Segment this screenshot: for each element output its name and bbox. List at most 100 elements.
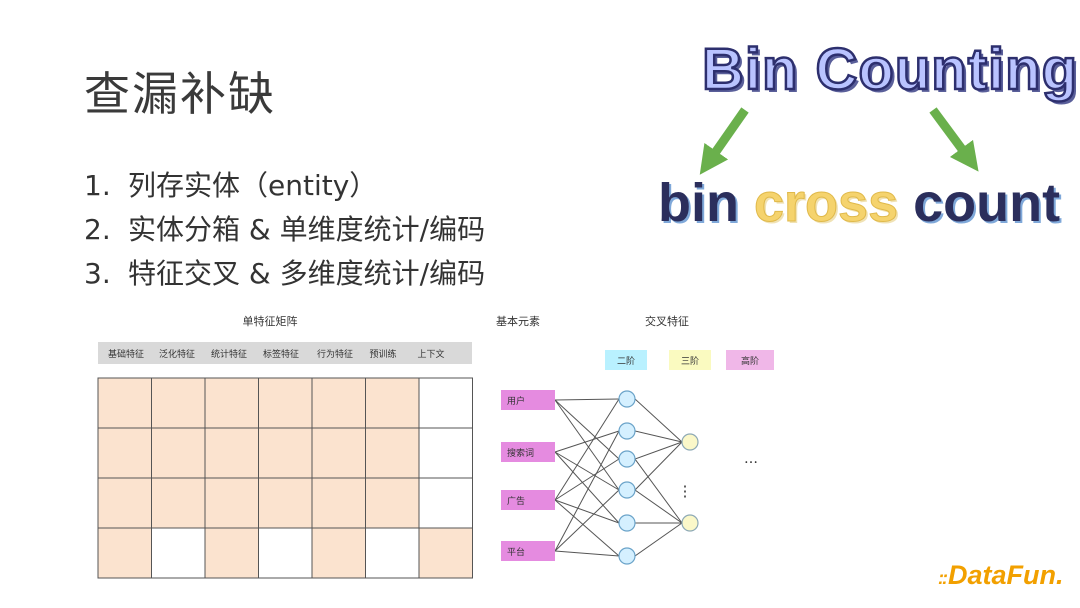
matrix-cell bbox=[151, 377, 206, 429]
matrix-cell bbox=[365, 377, 420, 429]
logo-text: DataFun. bbox=[948, 560, 1064, 590]
list-text: 列存实体（entity） bbox=[128, 169, 378, 202]
matrix-cell bbox=[418, 527, 473, 579]
node-circle bbox=[618, 481, 636, 499]
matrix-cell bbox=[97, 527, 152, 579]
matrix-cell bbox=[97, 427, 152, 479]
node-circle bbox=[618, 514, 636, 532]
matrix-cell bbox=[204, 427, 259, 479]
edge-line bbox=[634, 441, 683, 460]
list-text: 实体分箱 & 单维度统计/编码 bbox=[128, 213, 486, 246]
elements-title: 基本元素 bbox=[496, 314, 540, 328]
list-item: 1. 列存实体（entity） bbox=[84, 164, 485, 208]
list-number: 3. bbox=[84, 257, 111, 290]
datafun-logo: ::DataFun. bbox=[938, 560, 1064, 591]
arrow-left-icon bbox=[699, 107, 749, 175]
order-label: 三阶 bbox=[681, 355, 699, 367]
matrix-cell bbox=[151, 427, 206, 479]
element-box bbox=[501, 390, 555, 410]
edge-line bbox=[634, 522, 683, 557]
element-box bbox=[501, 442, 555, 462]
matrix-header-bar bbox=[98, 342, 472, 364]
matrix-cell bbox=[97, 377, 152, 429]
matrix-cell bbox=[311, 477, 366, 529]
node-circle bbox=[618, 450, 636, 468]
matrix-cell bbox=[418, 477, 473, 529]
matrix-cell bbox=[204, 377, 259, 429]
edge-line bbox=[634, 458, 683, 524]
edge-line bbox=[634, 398, 683, 443]
element-label: 广告 bbox=[507, 495, 525, 507]
matrix-cell bbox=[365, 527, 420, 579]
ellipsis-vertical: ⋮ bbox=[678, 482, 693, 500]
matrix-cell bbox=[365, 477, 420, 529]
order-label: 高阶 bbox=[741, 355, 759, 367]
element-box bbox=[501, 541, 555, 561]
edge-line bbox=[554, 489, 620, 552]
element-label: 用户 bbox=[507, 395, 525, 407]
node-circle bbox=[618, 390, 636, 408]
edge-line bbox=[554, 398, 620, 401]
word-count: count bbox=[913, 173, 1061, 233]
order-label: 二阶 bbox=[617, 355, 635, 367]
matrix-cell bbox=[151, 477, 206, 529]
matrix-cell bbox=[365, 427, 420, 479]
edge-line bbox=[634, 430, 683, 443]
edge-line bbox=[634, 489, 683, 524]
edge-line bbox=[554, 451, 620, 491]
matrix-cell bbox=[204, 477, 259, 529]
order-badge bbox=[605, 350, 647, 370]
edge-line bbox=[554, 458, 620, 501]
edge-line bbox=[634, 441, 683, 491]
edge-line bbox=[554, 398, 620, 501]
logo-dots-icon: :: bbox=[938, 568, 948, 588]
list-item: 2. 实体分箱 & 单维度统计/编码 bbox=[84, 208, 485, 252]
word-bin: bin bbox=[658, 173, 739, 233]
matrix-cell bbox=[97, 477, 152, 529]
node-circle bbox=[618, 547, 636, 565]
edge-line bbox=[554, 499, 620, 524]
cross-title: 交叉特征 bbox=[645, 314, 689, 328]
edge-line bbox=[554, 451, 620, 524]
matrix-cell bbox=[204, 527, 259, 579]
node-circle bbox=[618, 422, 636, 440]
feature-figure: 单特征矩阵 基础特征泛化特征统计特征标签特征行为特征预训练上下文 基本元素 交叉… bbox=[76, 304, 786, 582]
edge-line bbox=[554, 430, 620, 453]
element-label: 搜索词 bbox=[507, 447, 534, 459]
arrow-right-icon bbox=[929, 107, 979, 172]
list-item: 3. 特征交叉 & 多维度统计/编码 bbox=[84, 252, 485, 296]
ellipsis-horizontal: … bbox=[744, 451, 758, 467]
list-number: 1. bbox=[84, 169, 111, 202]
matrix-cell bbox=[311, 377, 366, 429]
element-box bbox=[501, 490, 555, 510]
bullet-list: 1. 列存实体（entity） 2. 实体分箱 & 单维度统计/编码 3. 特征… bbox=[84, 164, 485, 296]
list-text: 特征交叉 & 多维度统计/编码 bbox=[128, 257, 486, 290]
matrix-cell bbox=[258, 377, 313, 429]
matrix-cell bbox=[311, 527, 366, 579]
matrix-cell bbox=[258, 477, 313, 529]
edge-line bbox=[554, 550, 620, 557]
matrix-header-label: 泛化特征 bbox=[159, 348, 195, 360]
matrix-header-label: 基础特征 bbox=[108, 348, 144, 360]
order-badge bbox=[669, 350, 711, 370]
edge-line bbox=[554, 499, 620, 557]
matrix-header-label: 统计特征 bbox=[211, 348, 247, 360]
edge-line bbox=[554, 399, 620, 491]
matrix-header-label: 标签特征 bbox=[263, 348, 299, 360]
slide-title: 查漏补缺 bbox=[84, 67, 276, 121]
word-cross: cross bbox=[753, 173, 899, 234]
edge-line bbox=[554, 430, 620, 552]
edge-line bbox=[554, 399, 620, 460]
matrix-cell bbox=[258, 427, 313, 479]
matrix-cell bbox=[258, 527, 313, 579]
order-badge bbox=[726, 350, 774, 370]
hero-words: bin cross count bbox=[658, 172, 1060, 234]
feature-diagram: 单特征矩阵 基础特征泛化特征统计特征标签特征行为特征预训练上下文 基本元素 交叉… bbox=[97, 314, 774, 579]
matrix-cell bbox=[418, 377, 473, 429]
node-circle bbox=[681, 433, 699, 451]
matrix-header-label: 预训练 bbox=[369, 348, 396, 360]
bin-counting-title: Bin Counting bbox=[701, 36, 1079, 104]
matrix-cell bbox=[418, 427, 473, 479]
matrix-title: 单特征矩阵 bbox=[243, 314, 298, 328]
matrix-header-label: 行为特征 bbox=[317, 348, 353, 360]
